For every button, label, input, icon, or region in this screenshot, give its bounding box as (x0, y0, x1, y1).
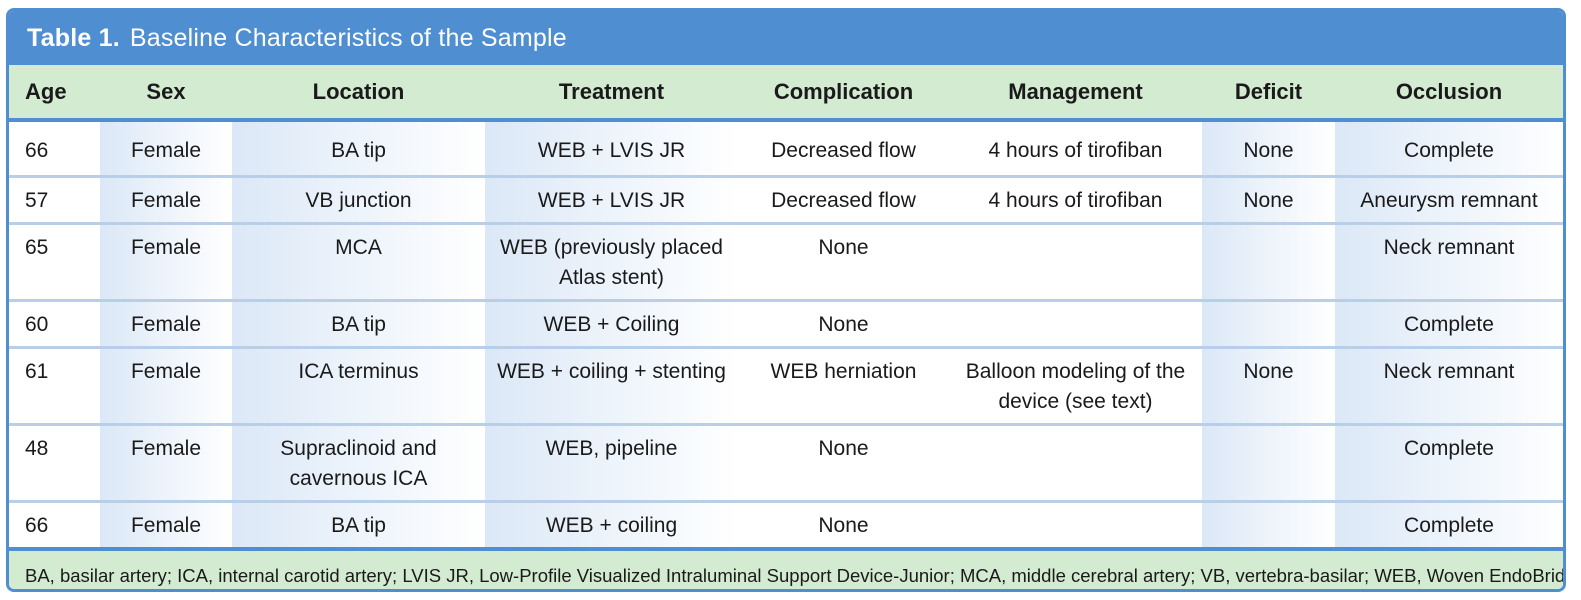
table-title: Baseline Characteristics of the Sample (129, 23, 567, 52)
cell-treatment: WEB, pipeline (485, 424, 738, 503)
cell-sex: Female (100, 300, 232, 349)
table-row: 66 Female BA tip WEB + LVIS JR Decreased… (9, 120, 1563, 178)
col-header-location: Location (232, 65, 485, 122)
cell-deficit (1202, 501, 1335, 551)
cell-age: 48 (9, 424, 100, 503)
cell-sex: Female (100, 223, 232, 302)
col-header-deficit: Deficit (1202, 65, 1335, 122)
table-frame: Table 1. Baseline Characteristics of the… (6, 8, 1566, 592)
cell-occlusion: Complete (1335, 300, 1563, 349)
cell-treatment: WEB + LVIS JR (485, 120, 738, 178)
cell-location: BA tip (232, 501, 485, 551)
cell-occlusion: Neck remnant (1335, 223, 1563, 302)
table-row: 48 Female Supraclinoid and cavernous ICA… (9, 424, 1563, 503)
cell-deficit (1202, 300, 1335, 349)
cell-sex: Female (100, 347, 232, 426)
table-row: 66 Female BA tip WEB + coiling None Comp… (9, 501, 1563, 551)
cell-treatment: WEB (previously placed Atlas stent) (485, 223, 738, 302)
col-header-treatment: Treatment (485, 65, 738, 122)
col-header-age: Age (9, 65, 100, 122)
cell-occlusion: Complete (1335, 120, 1563, 178)
cell-deficit: None (1202, 347, 1335, 426)
cell-sex: Female (100, 501, 232, 551)
cell-location: MCA (232, 223, 485, 302)
cell-management (949, 501, 1202, 551)
col-header-sex: Sex (100, 65, 232, 122)
cell-deficit (1202, 223, 1335, 302)
cell-occlusion: Complete (1335, 424, 1563, 503)
cell-age: 66 (9, 501, 100, 551)
cell-location: BA tip (232, 120, 485, 178)
cell-deficit (1202, 424, 1335, 503)
cell-deficit: None (1202, 176, 1335, 225)
cell-location: Supraclinoid and cavernous ICA (232, 424, 485, 503)
cell-location: BA tip (232, 300, 485, 349)
cell-location: VB junction (232, 176, 485, 225)
cell-management: Balloon modeling of the device (see text… (949, 347, 1202, 426)
table-label: Table 1. (27, 23, 120, 52)
cell-age: 57 (9, 176, 100, 225)
col-header-occlusion: Occlusion (1335, 65, 1563, 122)
cell-occlusion: Neck remnant (1335, 347, 1563, 426)
cell-location: ICA terminus (232, 347, 485, 426)
table-row: 57 Female VB junction WEB + LVIS JR Decr… (9, 176, 1563, 225)
cell-treatment: WEB + LVIS JR (485, 176, 738, 225)
table-footnote: BA, basilar artery; ICA, internal caroti… (9, 550, 1563, 589)
cell-management: 4 hours of tirofiban (949, 176, 1202, 225)
cell-occlusion: Aneurysm remnant (1335, 176, 1563, 225)
cell-treatment: WEB + coiling (485, 501, 738, 551)
baseline-table: Age Sex Location Treatment Complication … (9, 65, 1563, 551)
table-row: 65 Female MCA WEB (previously placed Atl… (9, 223, 1563, 302)
cell-sex: Female (100, 120, 232, 178)
cell-occlusion: Complete (1335, 501, 1563, 551)
cell-complication: Decreased flow (738, 120, 949, 178)
cell-complication: Decreased flow (738, 176, 949, 225)
cell-management (949, 300, 1202, 349)
cell-complication: None (738, 424, 949, 503)
col-header-complication: Complication (738, 65, 949, 122)
cell-management (949, 424, 1202, 503)
cell-complication: None (738, 300, 949, 349)
cell-sex: Female (100, 176, 232, 225)
cell-deficit: None (1202, 120, 1335, 178)
table-row: 60 Female BA tip WEB + Coiling None Comp… (9, 300, 1563, 349)
cell-complication: WEB herniation (738, 347, 949, 426)
cell-age: 65 (9, 223, 100, 302)
cell-complication: None (738, 223, 949, 302)
header-row: Age Sex Location Treatment Complication … (9, 65, 1563, 122)
cell-management: 4 hours of tirofiban (949, 120, 1202, 178)
table-row: 61 Female ICA terminus WEB + coiling + s… (9, 347, 1563, 426)
cell-management (949, 223, 1202, 302)
cell-complication: None (738, 501, 949, 551)
cell-sex: Female (100, 424, 232, 503)
cell-age: 60 (9, 300, 100, 349)
cell-age: 66 (9, 120, 100, 178)
cell-treatment: WEB + Coiling (485, 300, 738, 349)
col-header-management: Management (949, 65, 1202, 122)
table-title-bar: Table 1. Baseline Characteristics of the… (9, 11, 1563, 65)
cell-treatment: WEB + coiling + stenting (485, 347, 738, 426)
cell-age: 61 (9, 347, 100, 426)
